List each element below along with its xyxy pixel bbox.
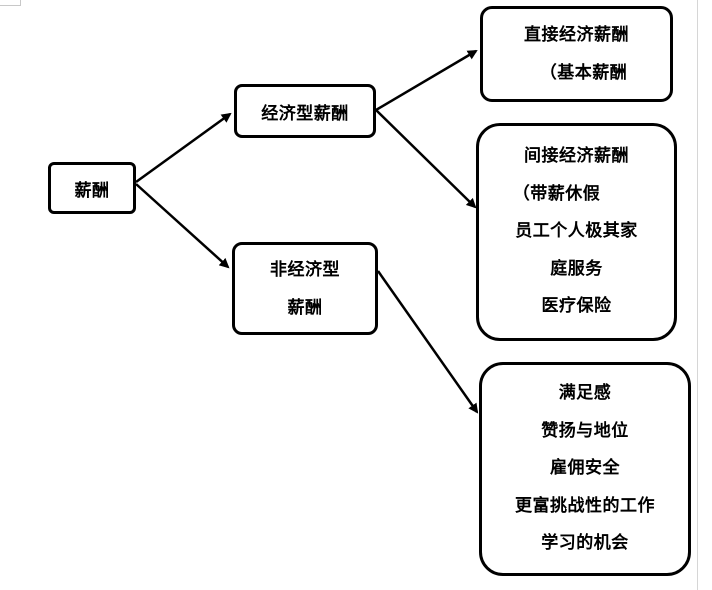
node-label-line-1: 满足感 [558,383,612,404]
node-label-line-1: 间接经济薪酬 [524,146,629,167]
node-compensation: 薪酬 [48,162,136,214]
node-label-line-2: （带薪休假 [512,183,601,204]
page-margin-line [697,0,698,590]
node-label-line-2: 薪酬 [287,297,323,318]
arrow-economic-to-direct [375,49,478,112]
node-direct-economic-compensation: 直接经济薪酬 （基本薪酬 [480,6,673,102]
node-indirect-economic-compensation: 间接经济薪酬 （带薪休假 员工个人极其家 庭服务 医疗保险 [476,123,677,341]
node-label-line-4: 庭服务 [550,258,603,279]
node-label: 薪酬 [74,180,110,201]
node-label-line-3: 员工个人极其家 [515,221,638,242]
node-label-line-2: （基本薪酬 [539,63,628,83]
node-label-line-5: 学习的机会 [541,533,629,554]
arrow-economic-to-indirect [375,109,477,209]
arrow-root-to-non-economic [135,183,230,269]
node-non-economic-compensation: 非经济型 薪酬 [232,242,378,335]
node-label-line-2: 赞扬与地位 [541,420,629,441]
node-label: 经济型薪酬 [261,103,349,124]
node-label-line-1: 直接经济薪酬 [524,25,629,45]
node-non-economic-items: 满足感 赞扬与地位 雇佣安全 更富挑战性的工作 学习的机会 [479,362,691,576]
node-label-line-4: 更富挑战性的工作 [515,495,655,516]
node-label-line-5: 医疗保险 [541,296,612,317]
node-label-line-3: 雇佣安全 [550,458,620,479]
page-corner-mark [0,0,21,6]
arrow-root-to-economic [135,112,232,184]
node-label-line-1: 非经济型 [270,259,340,280]
node-economic-compensation: 经济型薪酬 [234,84,376,138]
arrow-non-economic-to-items [376,270,479,414]
